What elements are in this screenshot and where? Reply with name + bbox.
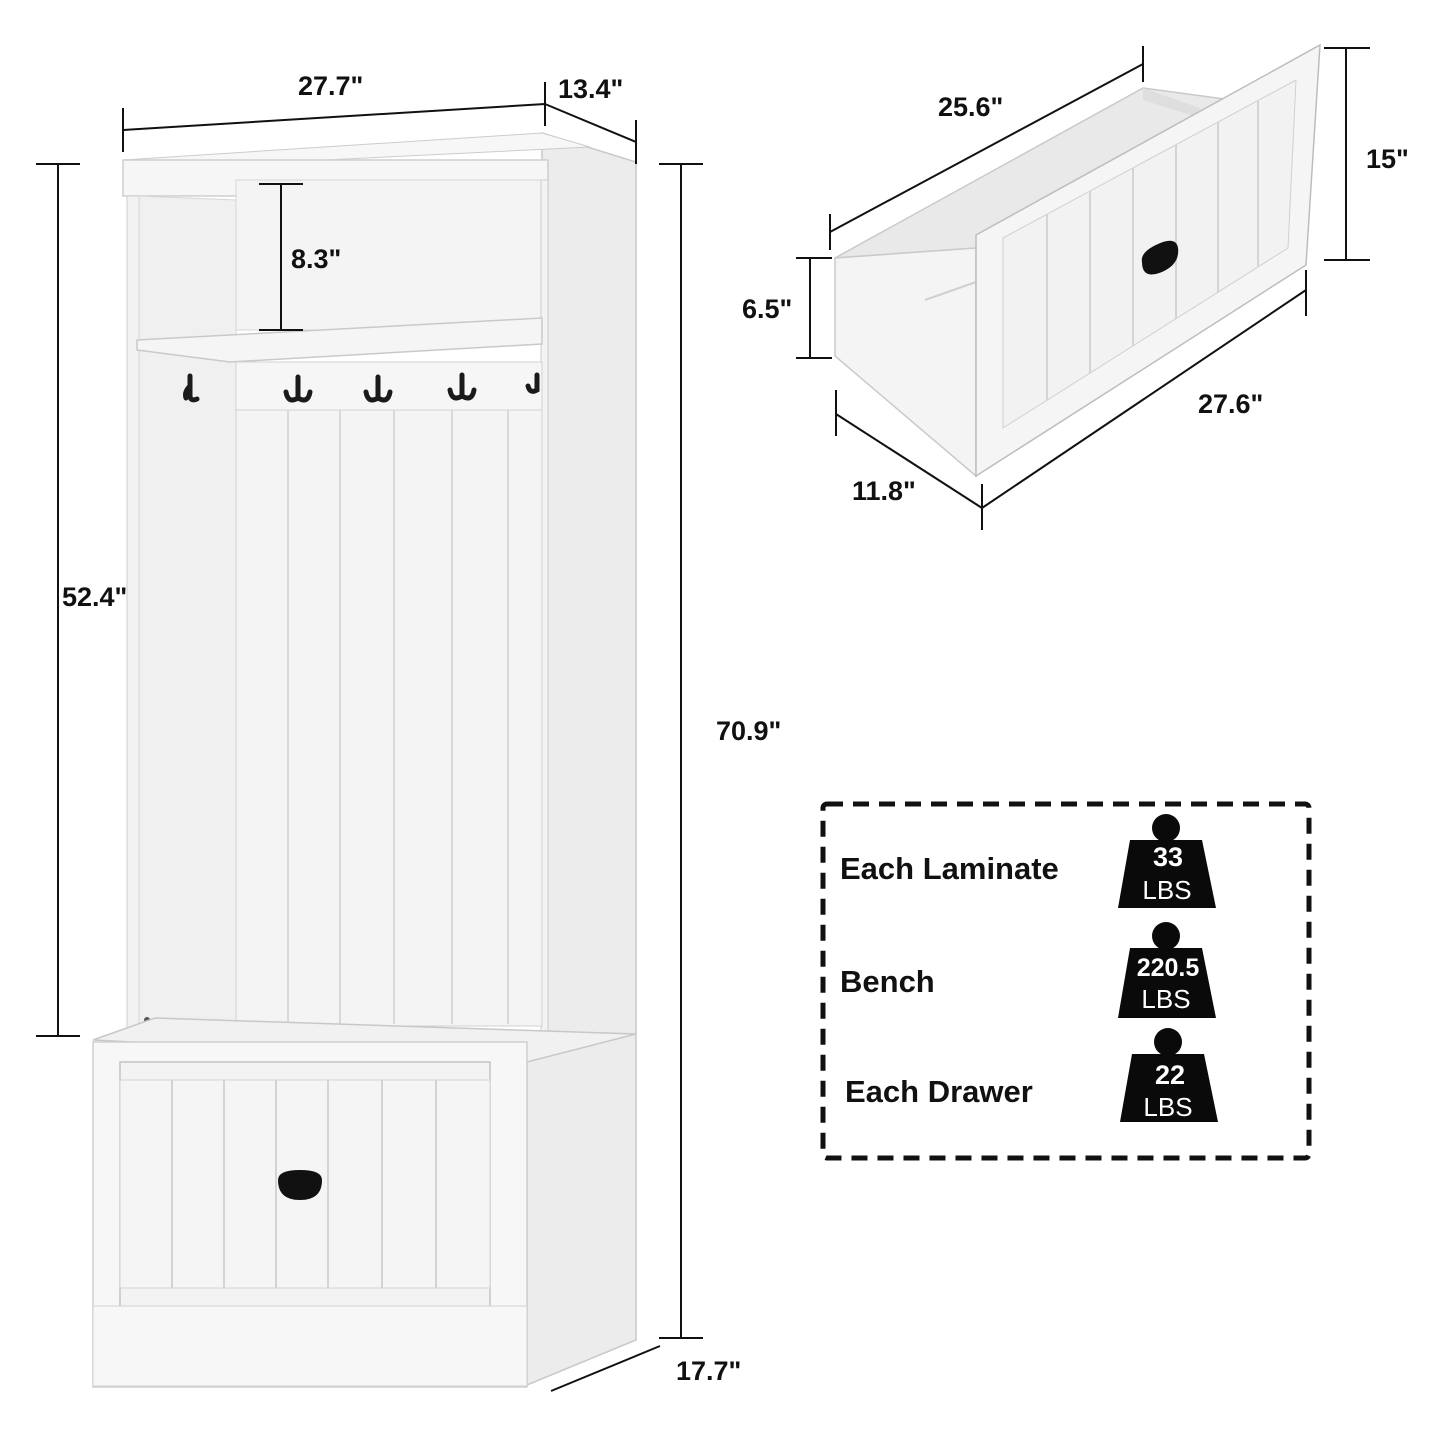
drawer-box-height-label: 6.5" xyxy=(742,294,792,324)
weight-value-bench: 220.5 xyxy=(1137,954,1200,982)
weight-value-drawer: 22 xyxy=(1155,1060,1185,1090)
drawer-handle-icon xyxy=(278,1170,322,1200)
drawer-face-height-label: 15" xyxy=(1366,144,1409,174)
weight-icon: 33 LBS xyxy=(1118,814,1216,908)
drawer-length-label: 25.6" xyxy=(938,92,1003,122)
drawer-dimension-lines xyxy=(796,46,1370,530)
capacity-label-drawer: Each Drawer xyxy=(845,1074,1033,1109)
drawer-depth-label: 11.8" xyxy=(852,476,916,506)
weight-icon: 220.5 LBS xyxy=(1118,922,1216,1018)
shelf-height-label: 8.3" xyxy=(291,244,341,274)
coat-hooks xyxy=(183,372,540,403)
cabinet-depth-label: 13.4" xyxy=(558,74,623,104)
weight-unit-laminate: LBS xyxy=(1142,875,1191,905)
capacity-label-laminate: Each Laminate xyxy=(840,851,1059,886)
capacity-label-bench: Bench xyxy=(840,964,935,999)
cabinet-dimension-lines xyxy=(36,82,703,1392)
weight-capacity-panel: Each Laminate Bench Each Drawer 33 LBS 2… xyxy=(820,801,1312,1161)
weight-icon: 22 LBS xyxy=(1120,1028,1218,1122)
drawer-illustration xyxy=(834,43,1321,478)
weight-unit-drawer: LBS xyxy=(1143,1092,1192,1122)
beadboard-grooves xyxy=(287,410,509,1024)
cabinet-width-label: 27.7" xyxy=(298,71,363,101)
drawer-face-grooves xyxy=(1046,101,1259,400)
bench-depth-label: 17.7" xyxy=(676,1356,741,1386)
drawer-face-width-label: 27.6" xyxy=(1198,389,1263,419)
upper-height-label: 52.4" xyxy=(62,582,127,612)
drawer-grooves xyxy=(171,1080,437,1288)
weight-value-laminate: 33 xyxy=(1153,842,1183,872)
weight-unit-bench: LBS xyxy=(1141,984,1190,1014)
hall-tree-cabinet xyxy=(92,131,637,1388)
total-height-label: 70.9" xyxy=(716,716,781,746)
drawer-face-handle-icon xyxy=(1141,240,1179,275)
